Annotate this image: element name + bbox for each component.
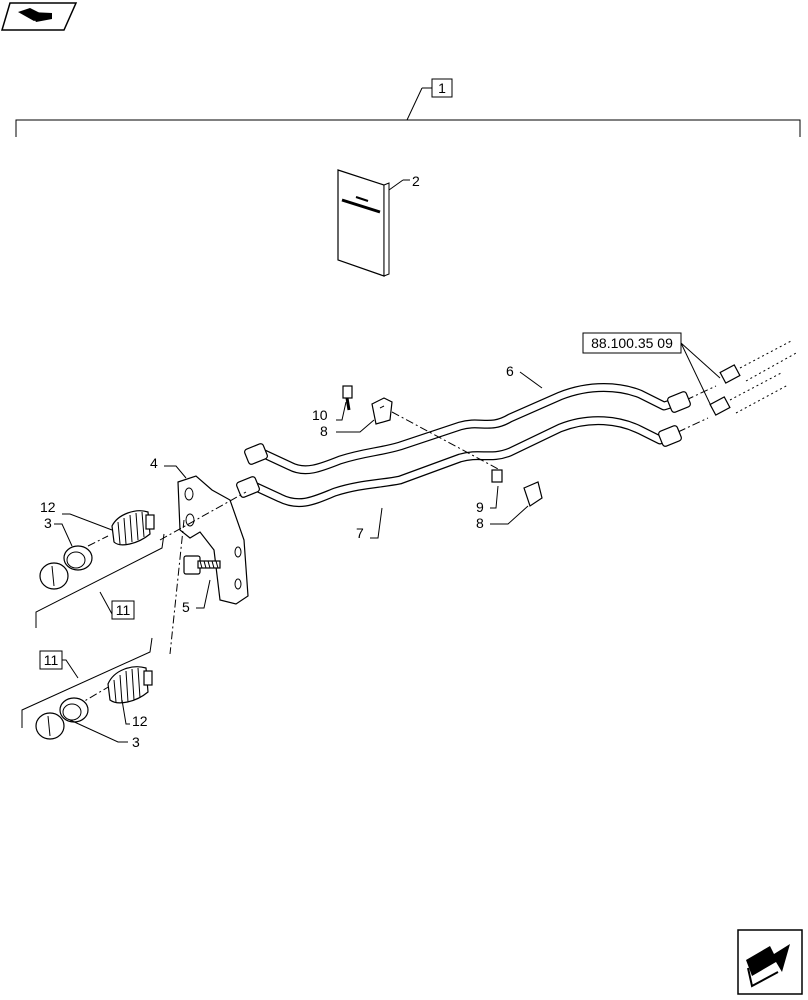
assembly-bracket: [15, 87, 801, 137]
callout-7: 7: [356, 525, 364, 541]
callout-2: 2: [412, 173, 420, 189]
callout-9: 9: [476, 499, 484, 515]
coupler-upper: [62, 510, 155, 546]
spacer-and-clip-lower: [490, 469, 543, 525]
next-page-icon[interactable]: [737, 929, 803, 995]
cap-upper: [39, 523, 93, 590]
callout-12-upper: 12: [40, 499, 56, 515]
callout-1-box: 1: [431, 78, 453, 98]
manual-booklet: [337, 169, 410, 277]
callout-4: 4: [150, 455, 158, 471]
reference-label: 88.100.35 09: [591, 335, 673, 351]
callout-11-lower: 11: [44, 652, 59, 668]
mounting-bracket: [164, 465, 249, 605]
callout-11-upper: 11: [116, 602, 131, 618]
bolt: [183, 555, 221, 609]
callout-12-lower: 12: [132, 713, 148, 729]
reference-box: 88.100.35 09: [582, 332, 721, 409]
screw-and-clip-upper: [336, 385, 501, 471]
hose-ends: [677, 339, 799, 433]
previous-page-icon[interactable]: [0, 2, 78, 31]
callout-1: 1: [438, 80, 446, 96]
pipe-upper: [244, 383, 691, 475]
callout-8-lower: 8: [476, 515, 484, 531]
cap-lower: [35, 697, 128, 743]
callout-5: 5: [182, 599, 190, 615]
coupler-lower: [107, 666, 153, 725]
callout-10: 10: [312, 407, 328, 423]
callout-6: 6: [506, 363, 514, 379]
kit-upper-bracket: [35, 533, 165, 628]
callout-3-lower: 3: [132, 734, 140, 750]
kit-lower-bracket: [21, 637, 153, 728]
callout-3-upper: 3: [44, 515, 52, 531]
pipe-lower: [236, 416, 682, 508]
callout-8-upper: 8: [320, 423, 328, 439]
